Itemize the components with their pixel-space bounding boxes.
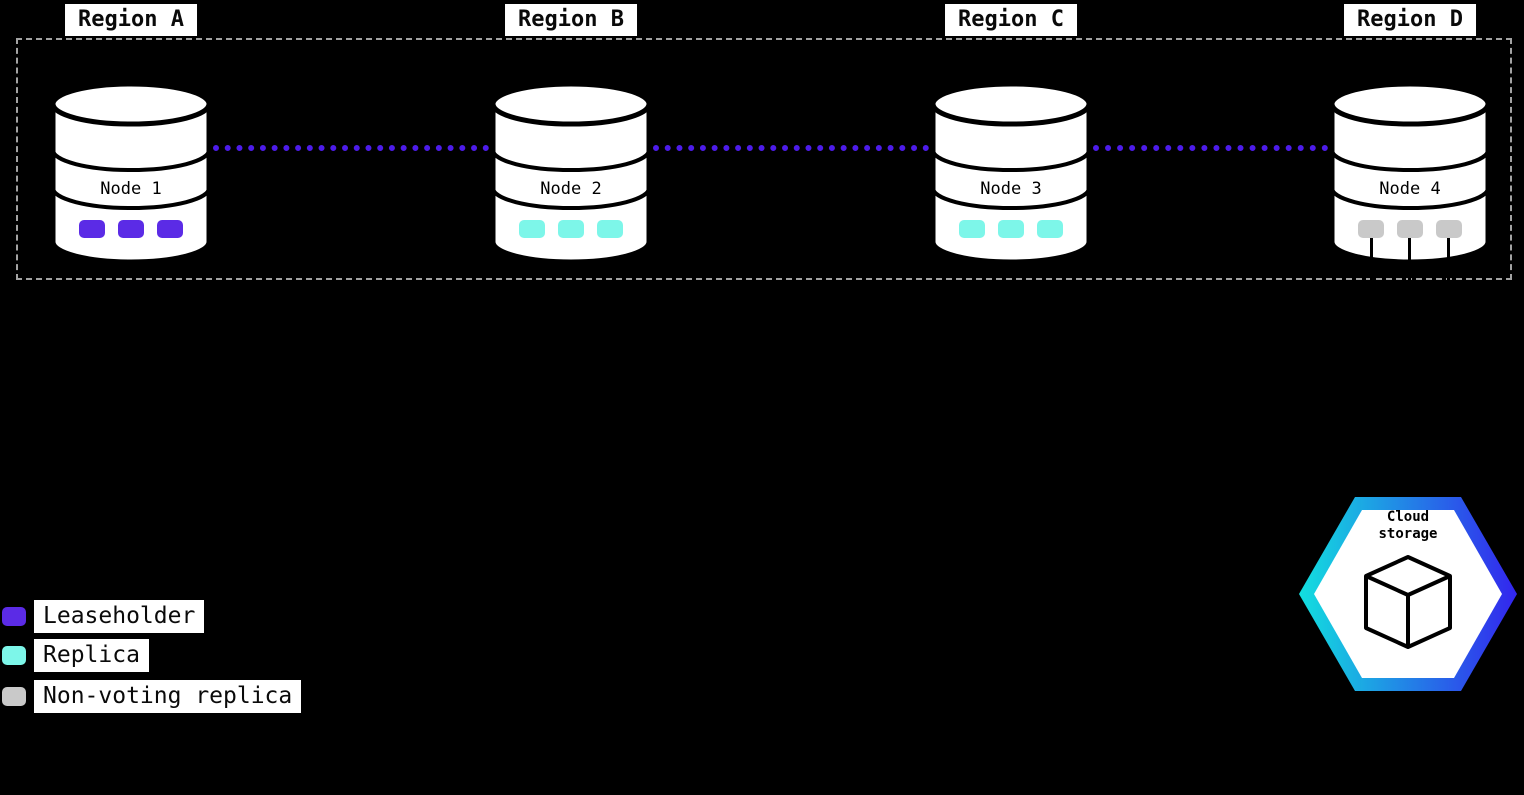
region-label-d: Region D — [1344, 4, 1476, 37]
leaseholder-square — [79, 220, 105, 238]
replication-link-1-2 — [213, 145, 489, 151]
cloud-storage-link-line — [1408, 236, 1411, 280]
replica-square — [998, 220, 1024, 238]
node-label: Node 1 — [100, 179, 162, 199]
leaseholder-square — [157, 220, 183, 238]
replica-square — [519, 220, 545, 238]
cloud-storage-label: Cloud storage — [1378, 509, 1438, 542]
replica-square — [959, 220, 985, 238]
cloud-storage-hexagon — [1299, 497, 1517, 691]
replica-swatch — [2, 645, 26, 665]
node-3: Node 3 — [929, 80, 1093, 266]
replica-squares — [929, 220, 1093, 238]
node-label: Node 3 — [980, 179, 1042, 199]
database-cylinder-icon — [490, 81, 652, 265]
node-label: Node 2 — [540, 179, 602, 199]
legend-item-non-voting-replica: Non-voting replica — [2, 680, 302, 713]
cloud-storage: Cloud storage — [1297, 489, 1519, 699]
leaseholder-squares — [49, 220, 213, 238]
region-label-a: Region A — [65, 4, 197, 37]
database-cylinder-icon — [50, 81, 212, 265]
legend-label: Non-voting replica — [34, 680, 302, 713]
replication-link-2-3 — [653, 145, 929, 151]
legend-label: Replica — [34, 639, 149, 672]
region-label-b: Region B — [505, 4, 637, 37]
replica-squares — [489, 220, 653, 238]
regions-boundary — [16, 38, 1512, 280]
node-4: Node 4 — [1328, 80, 1492, 280]
non-voting-replica-square — [1436, 220, 1462, 238]
cloud-storage-link-line — [1447, 236, 1450, 280]
cloud-storage-link-line — [1370, 236, 1373, 280]
legend-item-replica: Replica — [2, 639, 149, 672]
region-label-c: Region C — [945, 4, 1077, 37]
replica-square — [1037, 220, 1063, 238]
non-voting-replica-square — [1397, 220, 1423, 238]
cube-icon — [1364, 555, 1452, 649]
replica-square — [558, 220, 584, 238]
database-cylinder-icon — [930, 81, 1092, 265]
node-1: Node 1 — [49, 80, 213, 266]
leaseholder-swatch — [2, 606, 26, 626]
non-voting-replica-square — [1358, 220, 1384, 238]
legend-label: Leaseholder — [34, 600, 205, 633]
replica-square — [597, 220, 623, 238]
non-voting-replica-squares — [1328, 220, 1492, 238]
node-2: Node 2 — [489, 80, 653, 266]
legend-item-leaseholder: Leaseholder — [2, 600, 205, 633]
node-label: Node 4 — [1379, 179, 1441, 199]
replication-link-3-4 — [1093, 145, 1328, 151]
leaseholder-square — [118, 220, 144, 238]
non-voting-replica-swatch — [2, 686, 26, 706]
